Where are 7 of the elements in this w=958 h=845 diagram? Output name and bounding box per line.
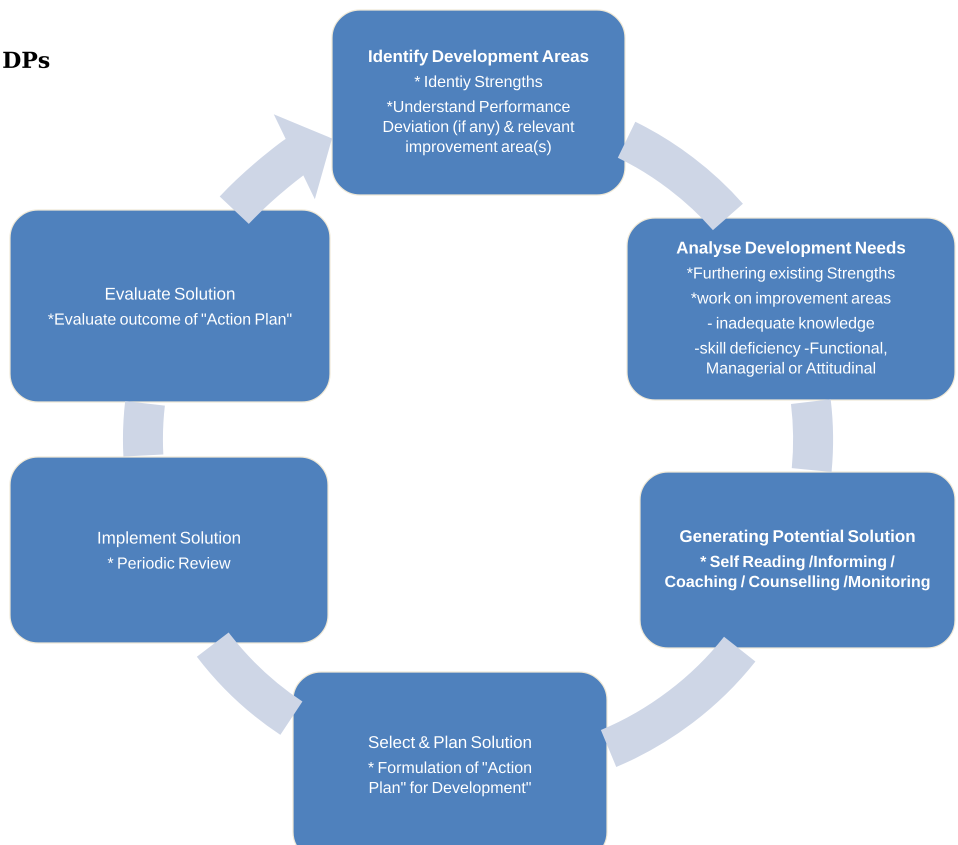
process-box: Implement Solution * Periodic Review [9, 456, 329, 644]
process-box: Identify Development Areas * Identiy Strengths *Understand Performance Deviation (if any) & relevant improvement area(s) [331, 9, 626, 196]
process-box: Select & Plan Solution * Formulation of "Action Plan" for Development" [292, 671, 608, 845]
process-box: Evaluate Solution *Evaluate outcome of "Action Plan" [9, 209, 331, 403]
process-box: Analyse Development Needs *Furthering existing Strengths *work on improvement areas - inadequate knowledge -skill deficiency -Functional, Managerial or Attitudinal [626, 217, 956, 401]
heading: DPs [3, 52, 50, 68]
process-box: Generating Potential Solution * Self Reading /Informing / Coaching / Counselling /Monitoring [639, 471, 956, 649]
